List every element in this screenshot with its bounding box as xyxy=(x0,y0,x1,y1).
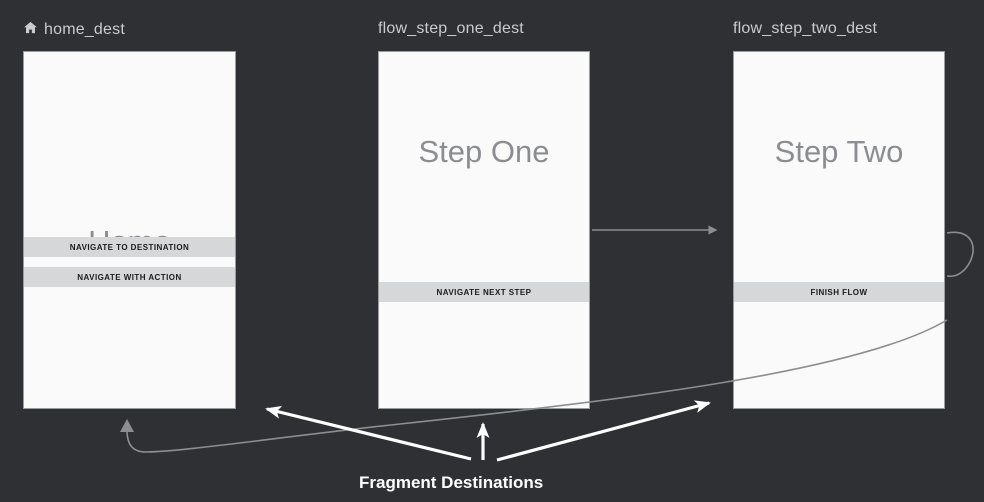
screen-title: Step Two xyxy=(774,134,904,169)
edge-step-two-self-loop xyxy=(946,231,974,278)
destination-card-flow-step-one-dest[interactable]: Step One Navigate Next Step xyxy=(378,51,590,409)
destination-label-text: flow_step_two_dest xyxy=(733,20,878,37)
annotation-pointer-right xyxy=(496,400,711,462)
annotation-pointer-left xyxy=(265,406,472,461)
destination-label-text: home_dest xyxy=(44,21,125,38)
destination-card-home-dest[interactable]: Home Navigate to Destination Navigate wi… xyxy=(23,51,236,409)
home-icon xyxy=(23,20,38,40)
destination-label-flow-step-one-dest: flow_step_one_dest xyxy=(378,20,524,38)
screen-button-navigate-next-step[interactable]: Navigate Next Step xyxy=(379,282,589,302)
destination-label-text: flow_step_one_dest xyxy=(378,20,524,37)
screen-button-finish-flow[interactable]: Finish Flow xyxy=(734,282,944,302)
screen-button-navigate-with-action[interactable]: Navigate with Action xyxy=(24,267,235,287)
destination-card-flow-step-two-dest[interactable]: Step Two Finish Flow xyxy=(733,51,945,409)
destination-label-home-dest: home_dest xyxy=(23,20,125,40)
screen-title: Step One xyxy=(418,134,550,169)
screen-button-navigate-to-destination[interactable]: Navigate to Destination xyxy=(24,237,235,257)
destination-label-flow-step-two-dest: flow_step_two_dest xyxy=(733,20,877,38)
annotation-caption: Fragment Destinations xyxy=(359,473,544,492)
